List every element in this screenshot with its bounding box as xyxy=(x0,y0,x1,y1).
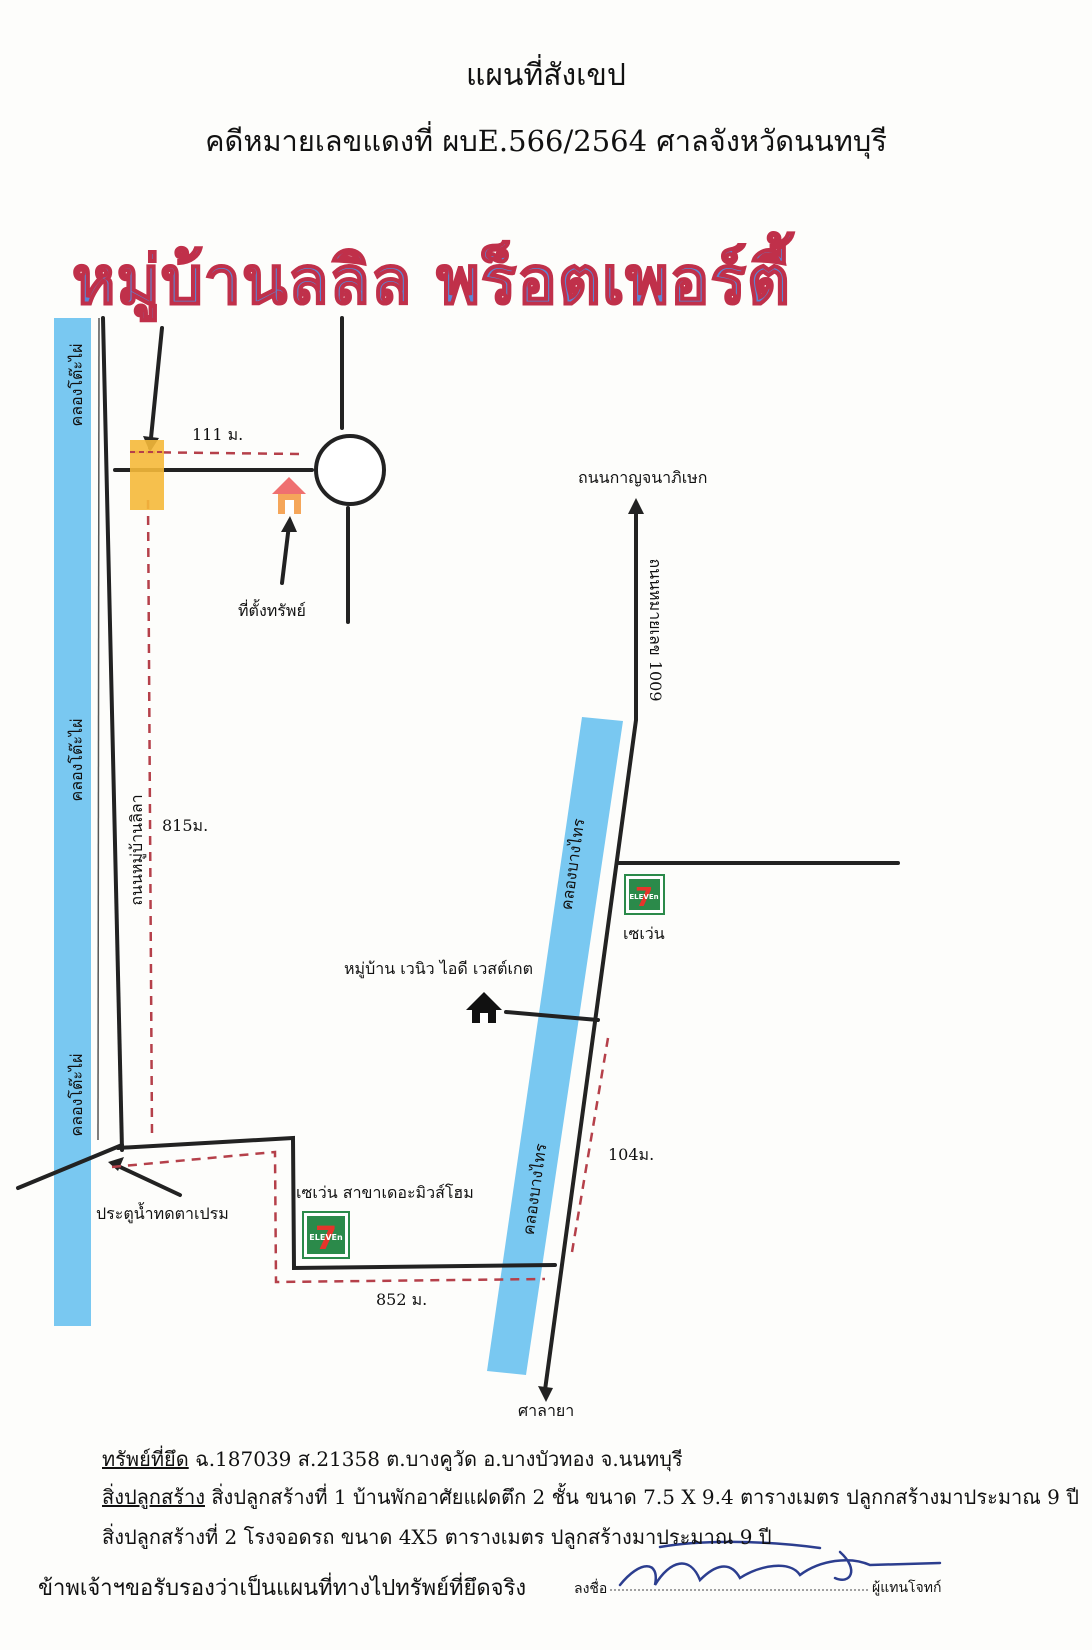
salaya-label: ศาลายา xyxy=(518,1401,574,1420)
case-number: คดีหมายเลขแดงที่ ผบE.566/2564 ศาลจังหวัด… xyxy=(205,124,887,158)
road-1009-label: ถนนหมายเลข 1009 xyxy=(646,558,665,701)
property-marker xyxy=(130,440,164,510)
road-village-label: ถนนหมู่บ้านลิลา xyxy=(127,794,147,905)
building-2-text: สิ่งปลูกสร้างที่ 2 โรงจอดรถ ขนาด 4X5 ตาร… xyxy=(102,1525,772,1549)
road-sluice xyxy=(16,1143,124,1190)
building-1-text: สิ่งปลูกสร้างที่ 1 บ้านพักอาศัยแฝดตึก 2 … xyxy=(204,1485,1079,1509)
seven-eleven-branch-icon: 7 ELEVEn xyxy=(302,1211,350,1259)
building-label: สิ่งปลูกสร้าง xyxy=(102,1485,205,1509)
sign-role: ผู้แทนโจทก์ xyxy=(872,1580,942,1596)
road-left-vertical xyxy=(101,316,124,1152)
venue-village-label: หมู่บ้าน เวนิว ไอดี เวสต์เกต xyxy=(344,959,533,979)
canal-left-label-1: คลองโต๊ะไผ่ xyxy=(67,344,86,427)
route-111 xyxy=(129,450,301,456)
arrow-location xyxy=(280,523,291,585)
village-heading: หมู่บ้านลลิล พร็อตเพอร์ตี้ xyxy=(71,241,791,320)
roundabout xyxy=(314,434,386,506)
seized-value: ฉ.187039 ส.21358 ต.บางคูวัด อ.บางบัวทอง … xyxy=(188,1447,683,1471)
svg-text:ELEVEn: ELEVEn xyxy=(309,1233,343,1242)
property-location-label: ที่ตั้งทรัพย์ xyxy=(238,599,306,620)
arrow-property xyxy=(148,326,164,450)
arrow-north-head xyxy=(628,498,644,514)
arrow-location-head xyxy=(281,516,297,532)
arrow-south-head xyxy=(538,1386,553,1402)
road-bottom xyxy=(116,1135,557,1271)
certify-text: ข้าพเจ้าฯขอรับรองว่าเป็นแผนที่ทางไปทรัพย… xyxy=(38,1576,527,1601)
distance-815: 815ม. xyxy=(162,816,208,835)
svg-text:7: 7 xyxy=(635,883,653,913)
svg-text:ELEVEn: ELEVEn xyxy=(629,893,658,901)
seven-eleven-icon: 7 ELEVEn xyxy=(624,874,665,915)
route-852 xyxy=(111,1150,546,1284)
distance-111: 111 ม. xyxy=(192,425,243,444)
house-icon xyxy=(272,477,306,514)
canal-left-label-3: คลองโต๊ะไผ่ xyxy=(67,1054,86,1137)
arrow-sluice xyxy=(116,1164,182,1197)
distance-104: 104ม. xyxy=(608,1145,654,1164)
svg-text:7: 7 xyxy=(315,1219,337,1257)
arrow-sluice-head xyxy=(108,1157,124,1171)
seized-label: ทรัพย์ที่ยึด xyxy=(102,1447,189,1471)
home-icon xyxy=(466,992,502,1023)
building-row-1: สิ่งปลูกสร้าง สิ่งปลูกสร้างที่ 1 บ้านพัก… xyxy=(102,1481,1079,1513)
page-title: แผนที่สังเขป xyxy=(466,58,626,93)
canal-left-label-2: คลองโต๊ะไผ่ xyxy=(67,719,86,802)
seized-row: ทรัพย์ที่ยึด ฉ.187039 ส.21358 ต.บางคูวัด… xyxy=(102,1443,683,1475)
seven-branch-label: เซเว่น สาขาเดอะมิวส์โฮม xyxy=(296,1183,474,1202)
route-815 xyxy=(146,499,154,1136)
seven-label: เซเว่น xyxy=(623,924,665,943)
canal-left xyxy=(54,318,91,1326)
canal-right xyxy=(487,717,623,1375)
signature-image xyxy=(618,1540,942,1587)
route-104 xyxy=(569,1037,610,1259)
sluice-gate-label: ประตูน้ำทดตาเปรม xyxy=(96,1202,229,1224)
sign-label: ลงชื่อ xyxy=(574,1581,608,1597)
road-venue xyxy=(504,1010,600,1022)
distance-852: 852 ม. xyxy=(376,1290,427,1309)
road-kanchana-label: ถนนกาญจนาภิเษก xyxy=(578,468,707,487)
road-1009 xyxy=(543,508,638,1392)
